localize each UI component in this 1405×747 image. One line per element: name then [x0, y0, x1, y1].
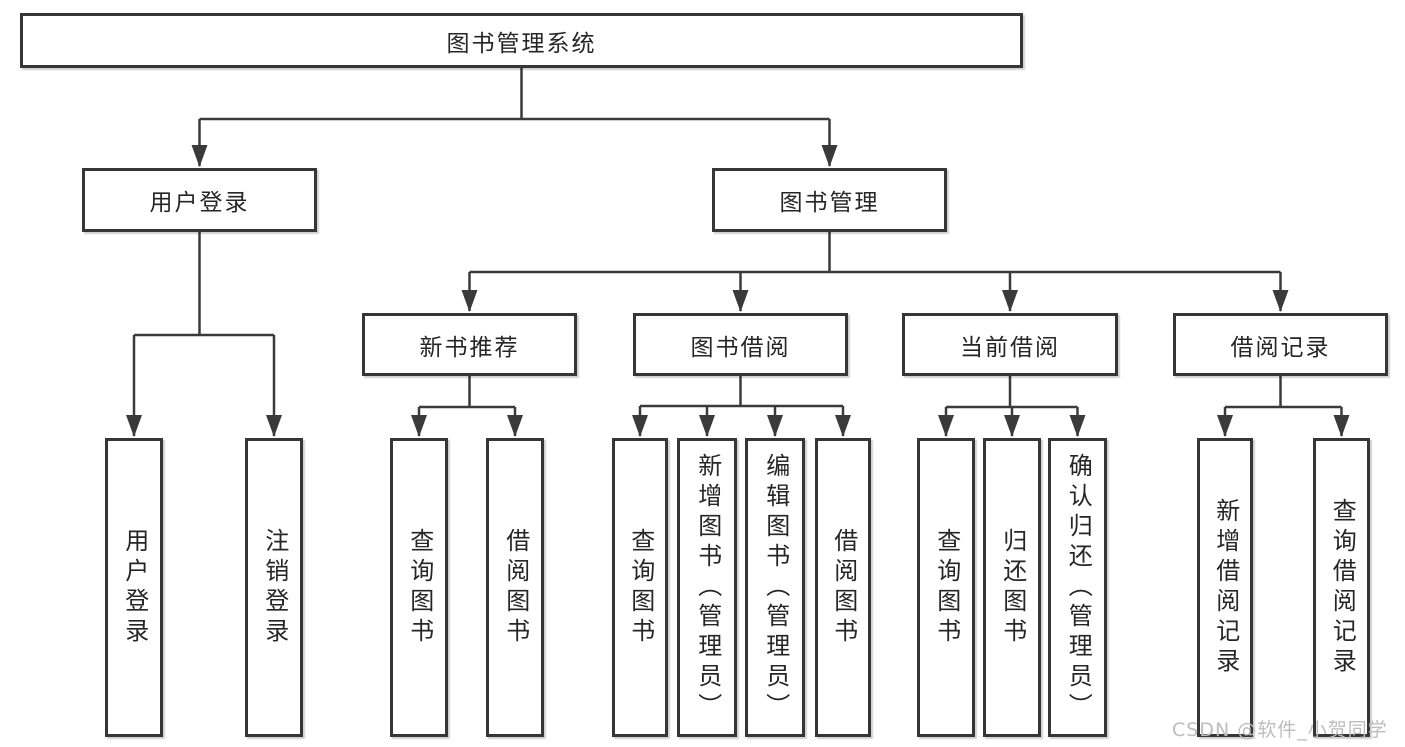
- leaf-add-book-admin: 新增图书（管理员）: [677, 438, 737, 737]
- node-user-login: 用户登录: [82, 168, 317, 232]
- node-borrowing-records: 借阅记录: [1173, 313, 1388, 376]
- node-label: 用户登录: [149, 190, 250, 216]
- node-label: 借阅图书: [501, 527, 530, 648]
- node-book-borrowing: 图书借阅: [633, 313, 848, 376]
- node-new-book-recommend: 新书推荐: [362, 313, 577, 376]
- node-label: 新增图书（管理员）: [693, 452, 722, 723]
- node-label: 新书推荐: [419, 334, 520, 361]
- node-root-library-system: 图书管理系统: [20, 13, 1023, 68]
- node-label: 借阅图书: [829, 527, 858, 648]
- node-label: 图书借阅: [690, 334, 791, 361]
- leaf-query-borrow-record: 查询借阅记录: [1313, 438, 1370, 737]
- node-label: 新增借阅记录: [1211, 497, 1240, 678]
- node-label: 查询借阅记录: [1328, 497, 1357, 678]
- node-label: 编辑图书（管理员）: [761, 452, 790, 723]
- node-label: 用户登录: [120, 527, 149, 648]
- node-label: 归还图书: [998, 527, 1027, 648]
- node-label: 注销登录: [260, 527, 289, 648]
- node-current-borrowing: 当前借阅: [902, 313, 1118, 376]
- csdn-watermark: CSDN @软件_小贺同学: [1172, 719, 1388, 741]
- node-label: 查询图书: [405, 527, 434, 648]
- node-label: 确认归还（管理员）: [1064, 452, 1093, 723]
- leaf-borrow-books-borrow: 借阅图书: [815, 438, 871, 737]
- leaf-return-books: 归还图书: [983, 438, 1041, 737]
- leaf-edit-book-admin: 编辑图书（管理员）: [745, 438, 805, 737]
- leaf-query-books-borrow: 查询图书: [612, 438, 668, 737]
- leaf-logout: 注销登录: [245, 438, 303, 737]
- node-label: 图书管理: [779, 190, 880, 216]
- node-label: 借阅记录: [1230, 334, 1331, 361]
- leaf-query-books-current: 查询图书: [917, 438, 975, 737]
- leaf-query-books-recommend: 查询图书: [390, 438, 448, 737]
- leaf-borrow-books-recommend: 借阅图书: [486, 438, 544, 737]
- node-label: 查询图书: [626, 527, 655, 648]
- node-label: 图书管理系统: [446, 30, 597, 57]
- node-label: 当前借阅: [960, 334, 1060, 361]
- leaf-user-login: 用户登录: [105, 438, 163, 737]
- node-label: 查询图书: [932, 527, 961, 648]
- leaf-add-borrow-record: 新增借阅记录: [1197, 438, 1253, 737]
- leaf-confirm-return-admin: 确认归还（管理员）: [1048, 438, 1107, 737]
- node-book-management: 图书管理: [712, 168, 947, 232]
